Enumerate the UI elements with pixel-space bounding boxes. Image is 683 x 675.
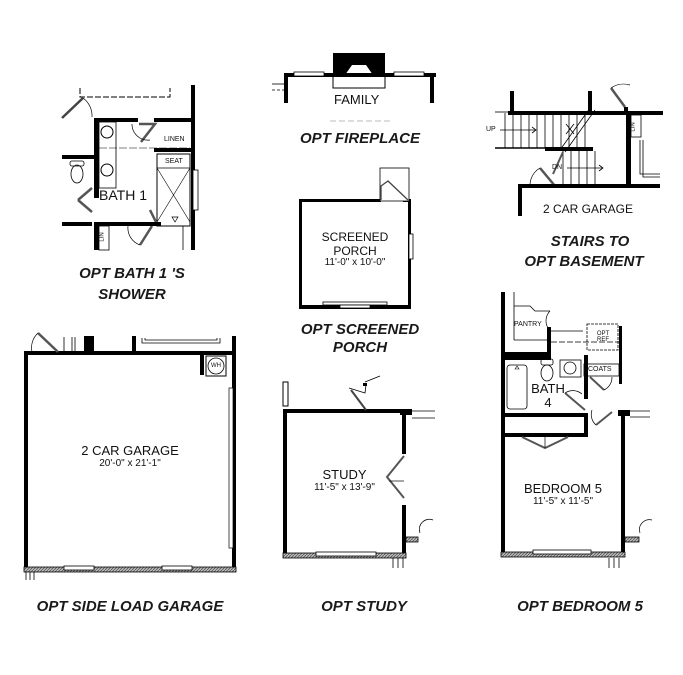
stairs-plan xyxy=(495,83,663,216)
bedroom5-dimensions: 11'-5" x 11'-5" xyxy=(532,496,594,507)
porch-dimensions: 11'-0" x 10'-0" xyxy=(324,257,386,268)
bath1-plan xyxy=(61,85,199,251)
porch-room-label-line2: PORCH xyxy=(333,244,377,258)
caption-porch-line2: PORCH xyxy=(332,339,388,356)
caption-bath1-line1: OPT BATH 1 'S xyxy=(79,265,185,282)
bath4-label-line1: BATH xyxy=(531,381,565,396)
caption-stairs-line2: OPT BASEMENT xyxy=(524,253,644,270)
linen-label: LINEN xyxy=(164,136,185,143)
stairs-dn-label: DN xyxy=(552,164,563,171)
porch-plan xyxy=(299,167,414,309)
study-room-label: STUDY xyxy=(322,467,367,482)
garage-dimensions: 20'-0" x 21'-1" xyxy=(99,458,161,469)
bath4-label-line2: 4 xyxy=(544,395,552,410)
stairs-garage-label: 2 CAR GARAGE xyxy=(543,202,634,216)
garage-plan xyxy=(23,332,237,580)
caption-fireplace: OPT FIREPLACE xyxy=(299,130,420,147)
seat-label: SEAT xyxy=(165,158,183,165)
caption-porch-line1: OPT SCREENED xyxy=(300,321,420,338)
lin-label-stairs: LIN xyxy=(630,122,637,132)
bedroom5-plan xyxy=(500,292,653,568)
family-room-label: FAMILY xyxy=(334,92,380,107)
porch-room-label-line1: SCREENED xyxy=(321,230,389,244)
coats-label: COATS xyxy=(588,366,612,373)
study-plan xyxy=(282,375,435,568)
lin-label-bath1: LIN xyxy=(99,232,106,242)
caption-study: OPT STUDY xyxy=(321,598,407,615)
garage-room-label: 2 CAR GARAGE xyxy=(81,443,179,458)
stairs-up-label: UP xyxy=(486,126,496,133)
opt-ref-label-line1: OPT xyxy=(596,331,610,337)
caption-bedroom5: OPT BEDROOM 5 xyxy=(517,598,643,615)
study-dimensions: 11'-5" x 13'-9" xyxy=(314,482,375,493)
caption-bath1-line2: SHOWER xyxy=(98,286,166,303)
bedroom5-room-label: BEDROOM 5 xyxy=(523,481,602,496)
water-heater-label: WH xyxy=(211,363,221,369)
bath1-room-label: BATH 1 xyxy=(99,187,147,203)
pantry-label: PANTRY xyxy=(514,321,542,328)
caption-stairs-line1: STAIRS TO xyxy=(550,233,630,250)
opt-ref-label-line2: REF xyxy=(597,337,609,343)
caption-garage: OPT SIDE LOAD GARAGE xyxy=(36,598,224,615)
fireplace-plan xyxy=(272,53,436,122)
